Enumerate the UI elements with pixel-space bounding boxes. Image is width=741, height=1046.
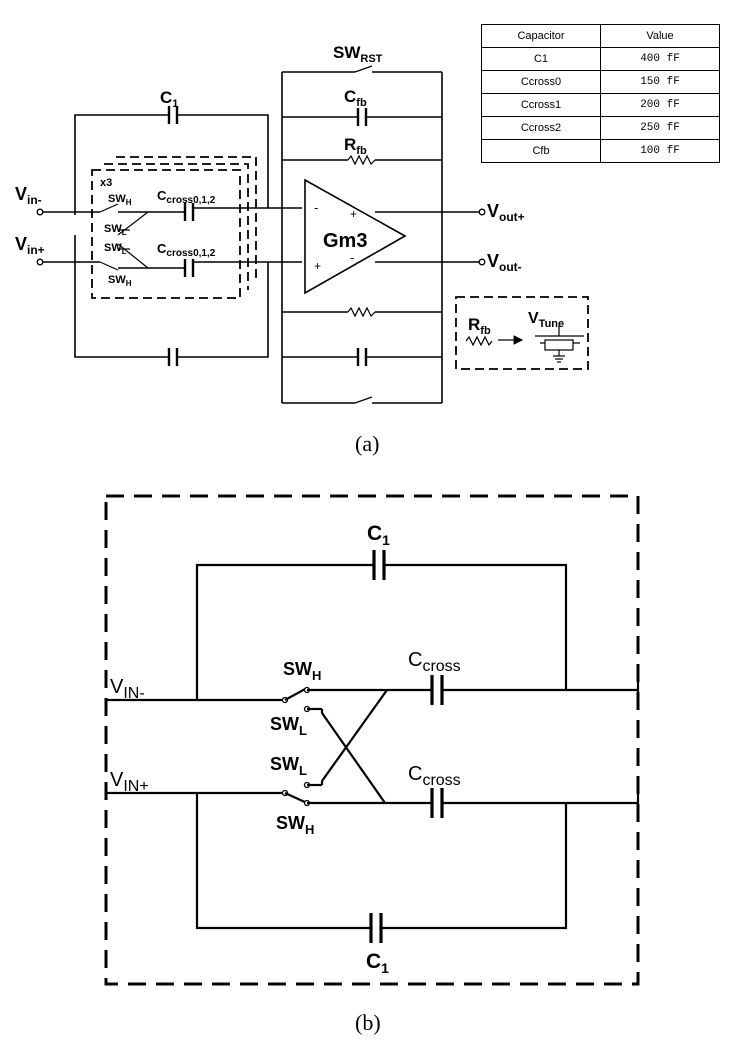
table-cell-value: 100 fF [600, 139, 720, 163]
b-ccross-top-label: Ccross [408, 649, 461, 675]
b-vin-minus-label: VIN- [110, 676, 145, 702]
panel-a: C1 Vin- Vin+ x3 [15, 43, 589, 456]
table-row: Ccross1 200 fF [481, 93, 720, 117]
vout-minus-label: Vout- [487, 251, 522, 274]
panel-b: C1 C1 [104, 494, 640, 1035]
rfb-tune-inset [455, 296, 589, 370]
table-row: Ccross0 150 fF [481, 70, 720, 94]
table-cell-value: 400 fF [600, 47, 720, 71]
b-swl-top-label: SWL [270, 714, 307, 738]
b-cross-wires [321, 689, 388, 804]
vout-plus-label: Vout+ [487, 201, 525, 224]
table-header-value: Value [600, 24, 720, 48]
b-c1-top-label: C1 [367, 522, 390, 548]
outer-dashed-box [104, 494, 640, 986]
c1-top-capacitor [74, 106, 269, 215]
table-header-capacitor: Capacitor [481, 24, 601, 48]
table-row: Ccross2 250 fF [481, 116, 720, 140]
table-cell-name: Cfb [481, 139, 601, 163]
switch-bank-dashed-boxes [91, 156, 257, 299]
amp-plus-out: + [350, 207, 357, 221]
b-swl-bottom-label: SWL [270, 754, 307, 778]
table-row: Cfb 100 fF [481, 139, 720, 163]
swl-top-label: SWL [104, 223, 127, 237]
b-ccross-bottom-label: Ccross [408, 763, 461, 789]
c1-bottom-capacitor [74, 235, 269, 366]
table-cell-name: Ccross0 [481, 70, 601, 94]
vout-minus-terminal [478, 258, 486, 266]
x3-label: x3 [100, 177, 112, 189]
b-swh-top-label: SWH [283, 659, 321, 683]
ccross-bottom-label: Ccross0,1,2 [157, 241, 216, 259]
b-c1-top-capacitor [195, 550, 568, 700]
table-cell-name: Ccross1 [481, 93, 601, 117]
bottom-switch-path [43, 229, 302, 277]
b-swh-bottom-label: SWH [276, 813, 314, 837]
table-cell-name: C1 [481, 47, 601, 71]
table-cell-name: Ccross2 [481, 116, 601, 140]
amp-label: Gm3 [323, 230, 367, 252]
output-wires [375, 211, 480, 263]
table-cell-value: 200 fF [600, 93, 720, 117]
caption-b: (b) [355, 1010, 381, 1035]
vin-minus-terminal [36, 208, 44, 216]
amp-plus-in: + [314, 259, 321, 273]
gm3-amplifier [304, 178, 407, 295]
sw-rst-label: SWRST [333, 43, 383, 65]
vtune-label: VTune [528, 310, 564, 330]
caption-a: (a) [355, 431, 379, 456]
swh-top-label: SWH [108, 193, 132, 207]
amp-minus-in: - [314, 200, 318, 215]
vin-plus-terminal [36, 258, 44, 266]
swh-bottom-label: SWH [108, 274, 132, 288]
cfb-label: Cfb [344, 87, 367, 109]
rfb-label: Rfb [344, 135, 367, 157]
table-header-row: Capacitor Value [481, 24, 720, 48]
amp-minus-out: - [350, 250, 354, 265]
table-row: C1 400 fF [481, 47, 720, 71]
b-c1-bottom-label: C1 [366, 950, 389, 976]
b-vin-plus-label: VIN+ [110, 769, 149, 795]
vin-minus-label: Vin- [15, 184, 42, 207]
b-top-switch-path [106, 675, 638, 713]
vin-plus-label: Vin+ [15, 234, 45, 257]
c1-label: C1 [160, 88, 178, 110]
table-cell-value: 150 fF [600, 70, 720, 94]
ccross-top-label: Ccross0,1,2 [157, 188, 216, 206]
vout-plus-terminal [478, 208, 486, 216]
table-cell-value: 250 fF [600, 116, 720, 140]
b-c1-bottom-capacitor [195, 793, 568, 943]
capacitor-value-table: Capacitor Value C1 400 fF Ccross0 150 fF… [481, 24, 720, 163]
b-bottom-switch-path [106, 781, 638, 818]
swl-bottom-label: SWL [104, 242, 127, 256]
inset-rfb-label: Rfb [468, 315, 491, 337]
top-switch-path [43, 203, 302, 236]
feedback-network [281, 65, 443, 404]
